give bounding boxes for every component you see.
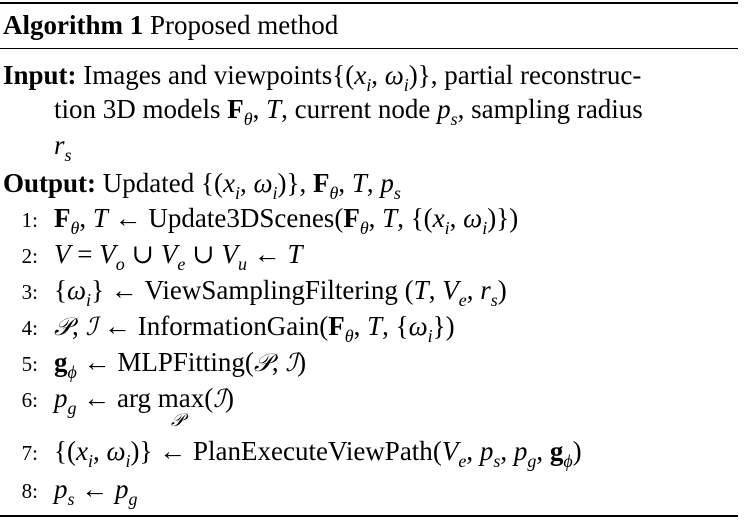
step-number: 4:: [21, 316, 38, 340]
step-number: 2:: [21, 244, 38, 268]
algorithm-label: Algorithm 1: [3, 10, 144, 40]
step-number: 5:: [21, 352, 38, 376]
step-1-func: Update3DScenes: [148, 203, 335, 233]
step-4: 𝒫, ℐ ← InformationGain(Fθ, T, {ωi}): [54, 311, 455, 346]
step-3-func: ViewSamplingFiltering: [144, 275, 398, 305]
step-6: pg ← arg max(ℐ): [54, 383, 234, 418]
step-3: {ωi} ← ViewSamplingFiltering (T, Ve, rs): [54, 275, 507, 310]
input-line-1: Input: Images and viewpoints{(xi, ωi)}, …: [3, 60, 642, 95]
step-5-func: MLPFitting: [117, 347, 245, 377]
step-7-func: PlanExecuteViewPath: [193, 436, 433, 466]
output-keyword: Output:: [3, 168, 97, 198]
caption-rule: [0, 48, 738, 49]
step-number: 6:: [21, 388, 38, 412]
step-number: 3:: [21, 280, 38, 304]
step-7: {(xi, ωi)} ← PlanExecuteViewPath(Ve, ps,…: [54, 436, 582, 471]
step-5: gϕ ← MLPFitting(𝒫, ℐ): [54, 347, 307, 382]
step-2: V = Vo ∪ Ve ∪ Vu ← T: [54, 239, 303, 274]
input-tail-1: , partial reconstruc-: [430, 60, 642, 90]
top-rule: [0, 2, 738, 4]
step-number: 7:: [21, 441, 38, 465]
output-text: Updated: [102, 168, 195, 198]
bottom-rule: [0, 515, 738, 517]
step-number: 8:: [21, 479, 38, 503]
step-6-func: arg max: [117, 383, 205, 413]
algorithm-caption: Algorithm 1 Proposed method: [3, 8, 338, 42]
output-line: Output: Updated {(xi, ωi)}, Fθ, T, ps: [3, 168, 401, 203]
input-line-3: rs: [54, 130, 72, 165]
input-line-2: tion 3D models Fθ, T, current node ps, s…: [54, 94, 643, 129]
input-tail-2: current node: [294, 94, 431, 124]
input-tail-3: sampling radius: [471, 94, 643, 124]
algorithm-title: Proposed method: [149, 10, 339, 40]
argmax-subscript: 𝒫: [171, 410, 184, 431]
step-4-func: InformationGain: [137, 311, 320, 341]
input-text-1: Images and viewpoints: [83, 60, 333, 90]
step-1: Fθ, T ← Update3DScenes(Fθ, T, {(xi, ωi)}…: [54, 203, 519, 238]
input-keyword: Input:: [3, 60, 77, 90]
input-text-2: tion 3D models: [54, 94, 221, 124]
step-number: 1:: [21, 208, 38, 232]
step-8: ps ← pg: [54, 474, 138, 509]
